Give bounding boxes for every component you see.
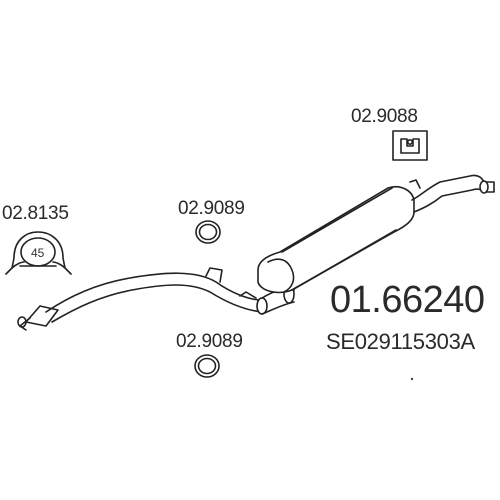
main-part-number: 01.66240 (330, 279, 485, 321)
rear-silencer-drawing (17, 174, 495, 331)
sealing-ring-bottom-icon (194, 354, 220, 378)
sealing-ring-top-icon (195, 220, 221, 244)
ring-top-number: 02.9089 (178, 198, 245, 219)
clamp-number: 02.8135 (2, 203, 69, 224)
dot-mark (410, 377, 414, 381)
clamp-size-label: 45 (31, 246, 45, 260)
rubber-mount-number: 02.9088 (351, 106, 418, 127)
oe-reference-number: SE029115303A (326, 329, 476, 354)
clamp-icon: 45 (5, 231, 72, 275)
rubber-mount-icon (392, 130, 428, 161)
ring-bottom-number: 02.9089 (176, 331, 243, 352)
